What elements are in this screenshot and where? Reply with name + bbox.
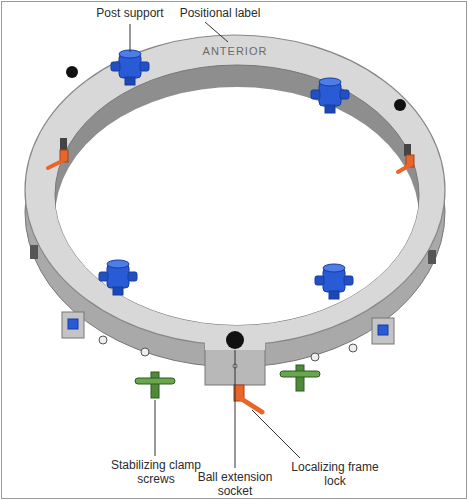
part-label: Stabilizing clamp screws bbox=[110, 458, 202, 486]
part-label: Post support bbox=[80, 6, 180, 20]
part-label: Ball extension socket bbox=[195, 470, 275, 498]
ring-marking: ANTERIOR bbox=[175, 44, 295, 58]
part-label: Positional label bbox=[160, 6, 280, 20]
part-label: Localizing frame lock bbox=[290, 460, 380, 488]
